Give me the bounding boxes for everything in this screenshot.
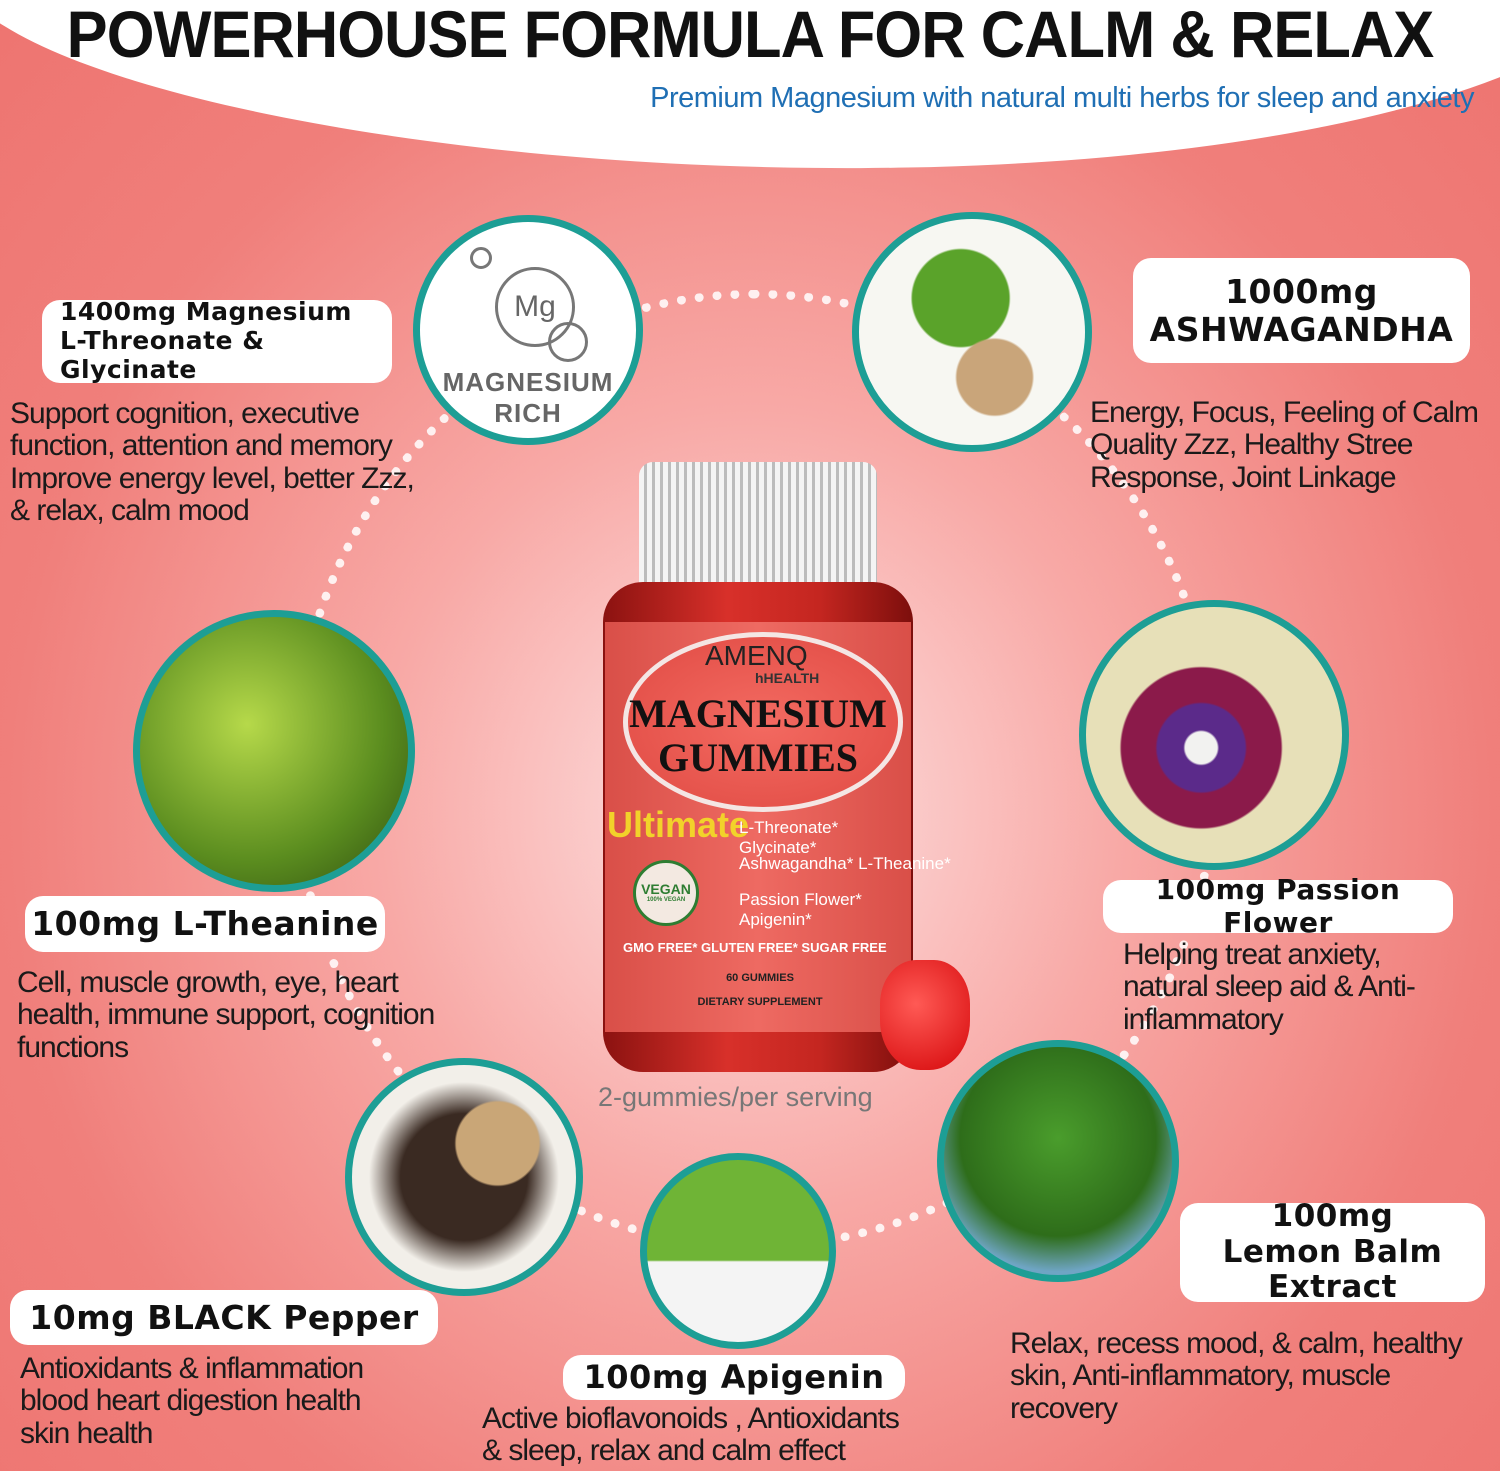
- product-bottle: AMENQ hHEALTH MAGNESIUM GUMMIES Ultimate…: [603, 462, 951, 1072]
- label-oval: [623, 632, 903, 812]
- apigenin-title: 100mg Apigenin: [563, 1355, 905, 1400]
- desc-line: Antioxidants & inflammation: [20, 1352, 364, 1385]
- desc-line: Cell, muscle growth, eye, heart: [17, 966, 399, 999]
- label-ingredients: L-Threonate* Glycinate*: [739, 818, 839, 857]
- bottle-label: AMENQ hHEALTH MAGNESIUM GUMMIES Ultimate…: [605, 622, 951, 1032]
- desc-line: Energy, Focus, Feeling of Calm: [1090, 396, 1479, 429]
- title-line: Lemon Balm Extract: [1222, 1233, 1443, 1306]
- badge-line2: RICH: [494, 398, 562, 428]
- badge-line1: MAGNESIUM: [442, 367, 614, 397]
- desc-line: & sleep, relax and calm effect: [482, 1434, 846, 1468]
- bubble-icon: [470, 247, 492, 269]
- desc-line: Improve energy level, better Zzz,: [10, 461, 415, 495]
- title-line: 10mg BLACK Pepper: [29, 1297, 419, 1337]
- desc-line: Active bioflavonoids , Antioxidants: [482, 1402, 900, 1435]
- desc-line: & relax, calm mood: [10, 494, 250, 528]
- passion-flower-image: [1079, 600, 1349, 870]
- celery-image: [640, 1153, 836, 1349]
- title-line: 1400mg Magnesium: [60, 297, 352, 327]
- title-line: 100mg Passion Flower: [1155, 873, 1401, 939]
- vegan-text: VEGAN: [641, 881, 691, 897]
- bubble-icon: [548, 322, 588, 362]
- desc-line: Response, Joint Linkage: [1090, 460, 1397, 494]
- title-line: 100mg L-Theanine: [31, 904, 379, 944]
- gummy-count: 60 GUMMIES: [726, 972, 794, 984]
- lemon-balm-title: 100mg Lemon Balm Extract: [1180, 1198, 1485, 1305]
- desc-line: skin health: [20, 1416, 153, 1450]
- magnesium-rich-badge: Mg MAGNESIUM RICH: [413, 215, 643, 445]
- supplement-type: DIETARY SUPPLEMENT: [697, 996, 823, 1008]
- product-name-1: MAGNESIUM: [629, 691, 887, 736]
- l-theanine-title: 100mg L-Theanine: [25, 896, 385, 952]
- desc-line: blood heart digestion health: [20, 1384, 362, 1418]
- title-line: ASHWAGANDHA: [1149, 309, 1454, 349]
- passion-flower-description: Helping treat anxiety,natural sleep aid …: [1123, 938, 1416, 1036]
- page-subtitle: Premium Magnesium with natural multi her…: [650, 82, 1474, 114]
- desc-line: Relax, recess mood, & calm, healthy: [1010, 1327, 1463, 1360]
- desc-line: health, immune support, cognition: [17, 998, 435, 1032]
- bottle-jar: AMENQ hHEALTH MAGNESIUM GUMMIES Ultimate…: [603, 582, 951, 1072]
- desc-line: natural sleep aid & Anti-: [1123, 970, 1416, 1004]
- desc-line: functions: [17, 1030, 129, 1064]
- ashwagandha-image: [852, 212, 1092, 452]
- magnesium-title: 1400mg Magnesium L-Threonate & Glycinate: [42, 297, 392, 384]
- title-line: L-Threonate & Glycinate: [60, 326, 265, 384]
- label-ingredients: Passion Flower* Apigenin*: [739, 890, 862, 929]
- black-pepper-title: 10mg BLACK Pepper: [10, 1290, 438, 1345]
- mg-bubble-icon: Mg: [495, 267, 575, 347]
- desc-line: skin, Anti-inflammatory, muscle: [1010, 1359, 1391, 1393]
- desc-line: Helping treat anxiety,: [1123, 938, 1382, 971]
- black-pepper-image: [345, 1058, 583, 1296]
- desc-line: function, attention and memory: [10, 429, 393, 463]
- desc-line: recovery: [1010, 1391, 1118, 1425]
- serving-size: 2-gummies/per serving: [598, 1082, 873, 1112]
- gummy-bear-image: [880, 960, 970, 1070]
- vegan-sub: 100% VEGAN: [646, 897, 686, 903]
- tea-leaves-image: [133, 610, 415, 892]
- product-name-2: GUMMIES: [658, 735, 858, 780]
- label-ingredients: Ashwagandha* L-Theanine*: [739, 854, 951, 873]
- brand-sub: hHEALTH: [755, 670, 820, 686]
- free-claims: GMO FREE* GLUTEN FREE* SUGAR FREE: [623, 940, 887, 955]
- passion-flower-title: 100mg Passion Flower: [1103, 874, 1453, 938]
- ashwagandha-title: 1000mg ASHWAGANDHA: [1133, 258, 1470, 363]
- desc-line: inflammatory: [1123, 1002, 1284, 1036]
- lemon-balm-image: [937, 1040, 1179, 1282]
- ultimate-label: Ultimate: [607, 804, 750, 845]
- title-line: 100mg: [1271, 1198, 1394, 1235]
- title-line: 100mg Apigenin: [583, 1358, 885, 1397]
- brand-logo: AMENQ: [705, 640, 808, 671]
- title-line: 1000mg: [1225, 271, 1378, 311]
- desc-line: Quality Zzz, Healthy Stree: [1090, 428, 1413, 462]
- bottle-cap: [639, 462, 877, 590]
- page-title: POWERHOUSE FORMULA FOR CALM & RELAX: [66, 0, 1435, 71]
- desc-line: Support cognition, executive: [10, 397, 360, 430]
- apigenin-description: Active bioflavonoids , Antioxidants& sle…: [482, 1402, 900, 1468]
